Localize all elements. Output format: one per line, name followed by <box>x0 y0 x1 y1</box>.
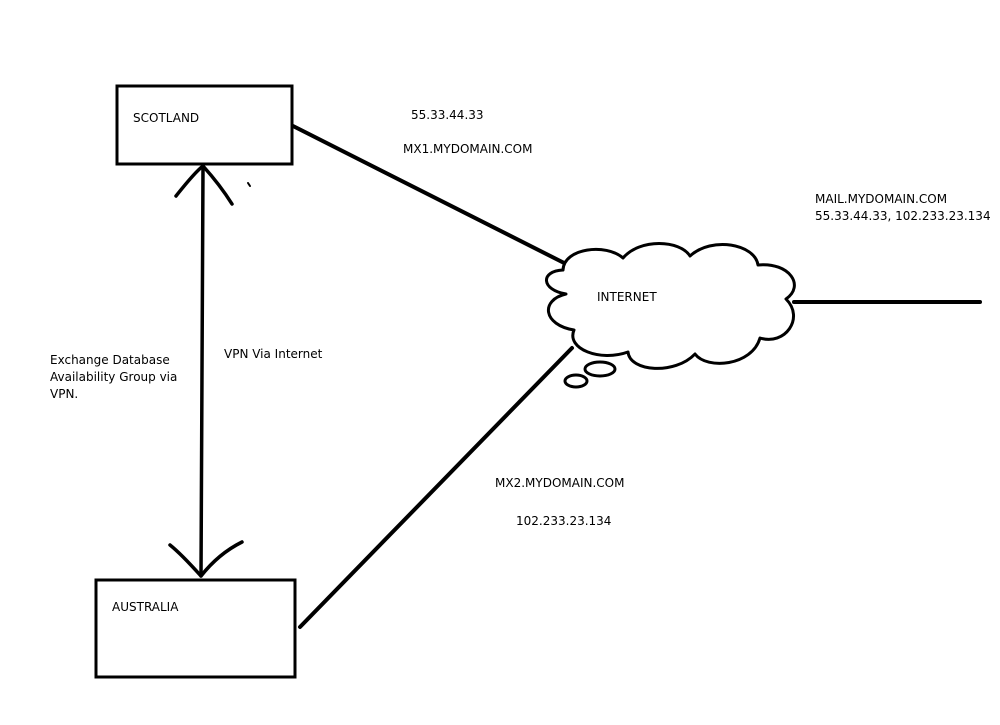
pen-mark <box>247 182 251 187</box>
link-australia-internet <box>298 346 574 629</box>
dag-note-line: Exchange Database <box>50 353 170 367</box>
vpn-arrowhead-bottom <box>168 540 244 578</box>
mx2-ip-label: 102.233.23.134 <box>516 514 612 528</box>
scotland-label: SCOTLAND <box>133 111 200 125</box>
cloud-bubble-small <box>563 373 589 389</box>
internet-cloud <box>545 242 796 389</box>
cloud-outline <box>545 242 796 370</box>
mail-ips-label: 55.33.44.33, 102.233.23.134 <box>815 209 991 223</box>
vpn-arrow-shaft <box>199 166 205 578</box>
dag-note: Exchange Database Availability Group via… <box>50 352 220 403</box>
australia-label: AUSTRALIA <box>112 600 179 614</box>
dag-note-line: Availability Group via <box>50 370 178 384</box>
mail-host-label: MAIL.MYDOMAIN.COM <box>815 192 948 206</box>
vpn-label: VPN Via Internet <box>224 347 323 361</box>
link-scotland-internet <box>291 124 580 272</box>
dag-note-line: VPN. <box>50 387 79 401</box>
cloud-bubble-large <box>583 360 617 378</box>
australia-site-box <box>94 578 297 679</box>
vpn-arrow <box>168 164 251 578</box>
mx1-host-label: MX1.MYDOMAIN.COM <box>403 142 533 156</box>
mx2-host-label: MX2.MYDOMAIN.COM <box>495 476 625 490</box>
vpn-arrowhead-top <box>174 164 234 206</box>
mx1-ip-label: 55.33.44.33 <box>411 108 484 122</box>
internet-label: INTERNET <box>597 290 657 304</box>
